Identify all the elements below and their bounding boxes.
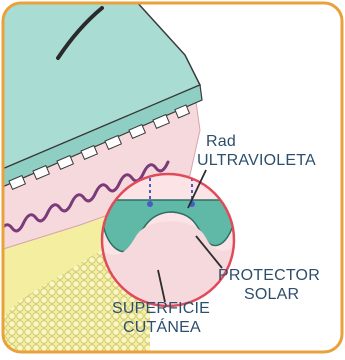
label-surface-line2: CUTÁNEA	[123, 319, 201, 337]
label-radiation-line2: ULTRAVIOLETA	[197, 152, 316, 170]
label-protector-line1: PROTECTOR	[218, 267, 320, 285]
uv-dot	[147, 201, 153, 207]
label-radiation-line1: Rad	[206, 133, 236, 151]
label-protector-line2: SOLAR	[244, 286, 299, 304]
label-surface-line1: SUPERFICIE	[112, 300, 210, 318]
